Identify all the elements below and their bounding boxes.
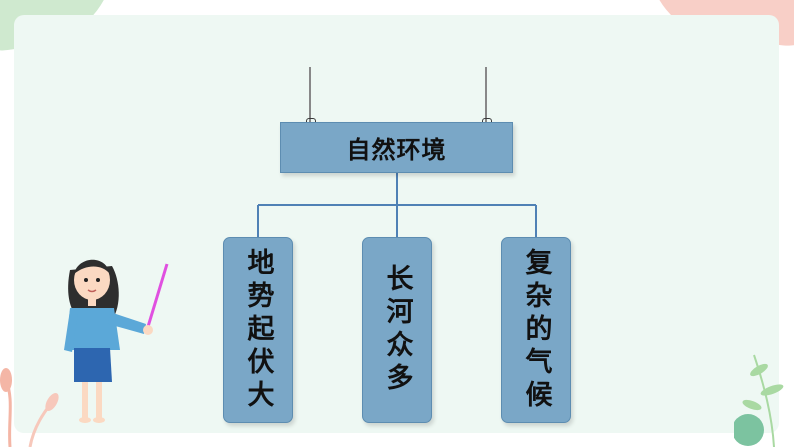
root-node: 自然环境 — [280, 122, 513, 173]
child-node-label: 地势起伏大 — [242, 247, 274, 413]
child-node-3: 复杂的气候 — [501, 237, 571, 423]
child-node-1: 地势起伏大 — [223, 237, 293, 423]
teacher-illustration — [64, 259, 169, 423]
root-node-label: 自然环境 — [346, 136, 447, 164]
child-node-label: 长河众多 — [381, 264, 413, 396]
child-node-label: 复杂的气候 — [520, 247, 552, 413]
child-node-2: 长河众多 — [362, 237, 432, 423]
plant-decoration-left — [0, 368, 59, 447]
plant-decoration-right — [734, 354, 784, 447]
